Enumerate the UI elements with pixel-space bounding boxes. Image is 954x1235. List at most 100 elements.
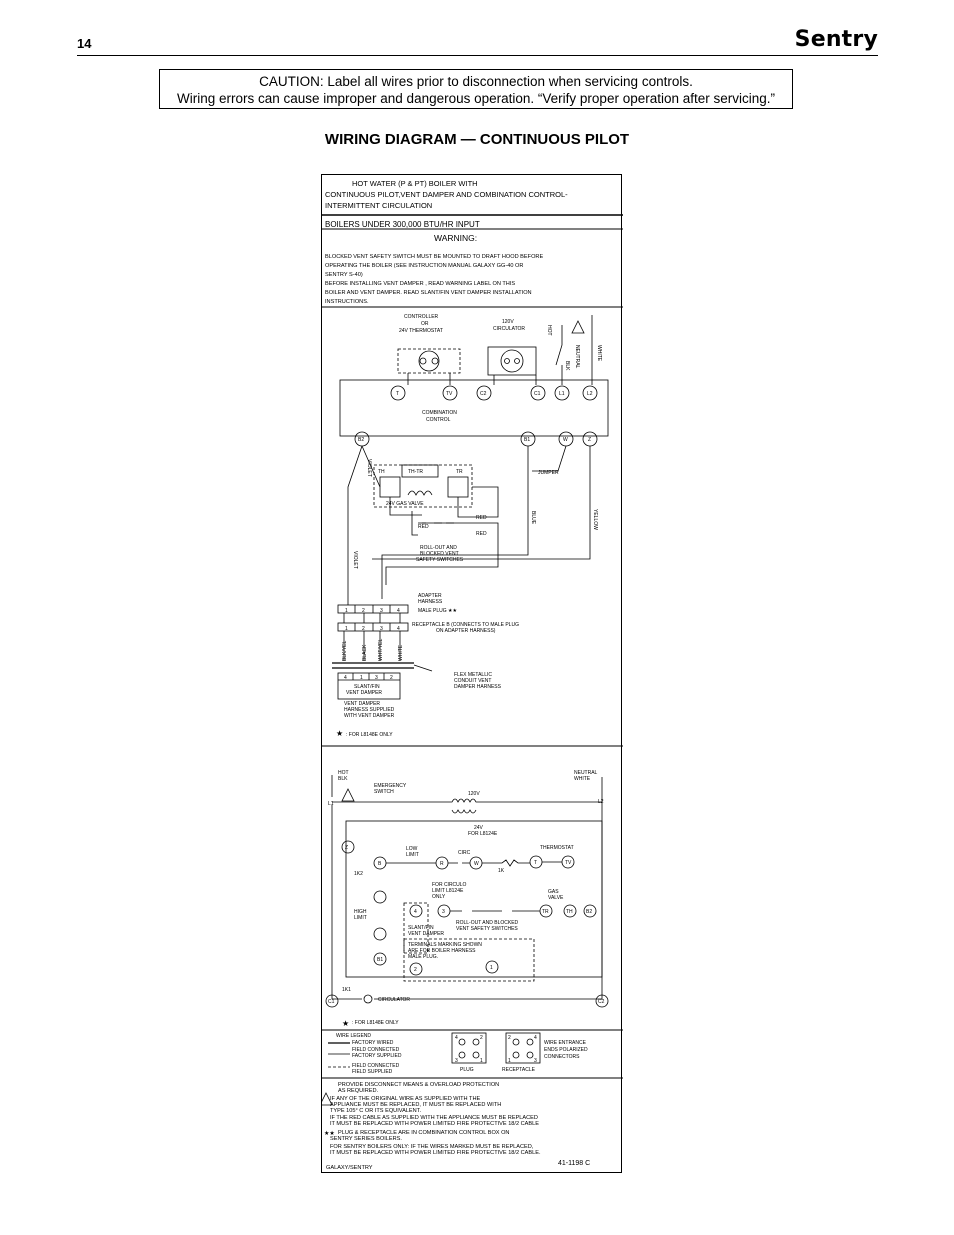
note-line: IT MUST BE REPLACED WITH POWER LIMITED F… — [330, 1150, 541, 1156]
terminal-l1: L1 — [559, 391, 565, 397]
flex-label: FLEX METALLIC — [454, 672, 492, 678]
adapter-label: ADAPTER — [418, 593, 442, 599]
z-label: Z — [345, 845, 348, 851]
slantfin-label: SLANT/FIN — [354, 684, 380, 690]
neutral-label: NEUTRAL — [574, 345, 580, 369]
emergency-label: EMERGENCY — [374, 783, 407, 789]
receptacle-pin: 1 — [508, 1058, 511, 1064]
emergency-label: SWITCH — [374, 789, 394, 795]
for-l8148e-note: : FOR L8148E ONLY — [352, 1020, 399, 1026]
warning-line: BEFORE INSTALLING VENT DAMPER , READ WAR… — [325, 281, 515, 287]
l8148e-note: : FOR L8148E ONLY — [346, 732, 393, 738]
terminal-4: 4 — [414, 909, 417, 915]
note-line: IF THE RED CABLE AS SUPPLIED WITH THE AP… — [330, 1115, 538, 1121]
terminal-b1: B1 — [524, 437, 530, 443]
k1b-label: 1K1 — [342, 987, 351, 993]
rollout-label: VENT SAFETY SWITCHES — [456, 926, 518, 932]
damper-pin: 2 — [390, 675, 393, 681]
wiring-diagram-svg: HOT WATER (P & PT) BOILER WITH CONTINUOU… — [322, 179, 623, 1171]
warning-line: BLOCKED VENT SAFETY SWITCH MUST BE MOUNT… — [325, 254, 543, 260]
receptacle-pin: 1 — [345, 626, 348, 632]
combination-control-label: COMBINATION — [422, 410, 457, 416]
page-number: 14 — [77, 36, 92, 51]
gas-valve-label: VALVE — [548, 895, 564, 901]
vent-harness-label: HARNESS SUPPLIED — [344, 707, 395, 713]
note-line: PLUG & RECEPTACLE ARE IN COMBINATION CON… — [338, 1130, 509, 1136]
terminals-marking-label: MALE PLUG. — [408, 954, 438, 960]
caution-line-1: CAUTION: Label all wires prior to discon… — [259, 74, 693, 89]
note-line: AS REQUIRED. — [338, 1088, 379, 1094]
vent-harness-label: VENT DAMPER — [344, 701, 380, 707]
v24-label: 24V — [474, 825, 484, 831]
high-limit-label: LIMIT — [354, 915, 367, 921]
gas-valve-label: 24V GAS VALVE — [386, 501, 424, 507]
yellow-label: YELLOW — [592, 509, 598, 530]
terminal-tv: TV — [446, 391, 453, 397]
terminal-tr: TR — [542, 909, 549, 915]
warning-title: WARNING: — [434, 233, 477, 243]
adapter-label: HARNESS — [418, 599, 443, 605]
warning-line: INSTRUCTIONS. — [325, 299, 369, 305]
for-circulo-label: FOR CIRCULO — [432, 882, 467, 888]
receptacle-pin: 3 — [534, 1058, 537, 1064]
l2-label: L2 — [598, 799, 604, 805]
receptacle-pin: 4 — [397, 626, 400, 632]
rollout-label: ROLL-OUT AND — [420, 545, 457, 551]
plug-pin: 3 — [380, 608, 383, 614]
double-star-icon: ★★ — [324, 1130, 335, 1137]
diagram-header-2: CONTINUOUS PILOT,VENT DAMPER AND COMBINA… — [325, 190, 568, 199]
legend-item: FIELD SUPPLIED — [352, 1069, 393, 1075]
wire-color-label: BLK/YEL — [342, 640, 348, 661]
slantfin-label: VENT DAMPER — [408, 931, 444, 937]
note-line: APPLIANCE MUST BE REPLACED, IT MUST BE R… — [330, 1102, 501, 1108]
star-icon: ★ — [336, 729, 343, 738]
low-limit-label: LOW — [406, 846, 418, 852]
legend-item: FIELD CONNECTED — [352, 1063, 400, 1069]
plug-pin: 4 — [397, 608, 400, 614]
high-limit-label: HIGH — [354, 909, 367, 915]
thtr-label: TH-TR — [408, 469, 423, 475]
tr-label: TR — [456, 469, 463, 475]
vent-harness-label: WITH VENT DAMPER — [344, 713, 395, 719]
hot-label: HOT — [546, 325, 552, 336]
note-line: IT MUST BE REPLACED WITH POWER LIMITED F… — [330, 1121, 539, 1127]
receptacle-label: RECEPTACLE — [502, 1067, 536, 1073]
b-label: B — [378, 861, 382, 867]
slantfin-label: SLANT/FIN — [408, 925, 434, 931]
plug-pin: 1 — [480, 1058, 483, 1064]
plug-pin: 2 — [480, 1035, 483, 1041]
section-title: WIRING DIAGRAM — CONTINUOUS PILOT — [324, 131, 630, 148]
wire-entrance-label: CONNECTORS — [544, 1054, 580, 1060]
red-label: RED — [418, 524, 429, 530]
receptacle-label: RECEPTACLE B (CONNECTS TO MALE PLUG — [412, 622, 519, 628]
white-label: WHITE — [596, 345, 602, 362]
slantfin-label: VENT DAMPER — [346, 690, 382, 696]
for-l8124e-label: FOR L8124E — [468, 831, 498, 837]
t-label: T — [534, 860, 537, 866]
terminal-b1: B1 — [377, 957, 383, 963]
warning-line: SENTRY S-40) — [325, 272, 363, 278]
header-rule — [77, 55, 878, 56]
legend-item: FIELD CONNECTED — [352, 1047, 400, 1053]
damper-pin: 1 — [360, 675, 363, 681]
v120-label: 120V — [468, 791, 480, 797]
terminal-c2: C2 — [480, 391, 487, 397]
controller-label: CONTROLLER — [404, 314, 439, 320]
receptacle-pin: 3 — [380, 626, 383, 632]
flex-label: CONDUIT VENT — [454, 678, 491, 684]
r-label: R — [440, 861, 444, 867]
wire-color-label: WHITE — [398, 644, 404, 661]
terminal-th: TH — [566, 909, 573, 915]
legend-title: WIRE LEGEND — [336, 1033, 371, 1039]
wire-color-label: WHT/YEL — [378, 639, 384, 661]
l1-label: L1 — [328, 801, 334, 807]
gas-valve-label: GAS — [548, 889, 559, 895]
wire-entrance-label: WIRE ENTRANCE — [544, 1040, 587, 1046]
circulator-label: 120V — [502, 319, 514, 325]
caution-line-2: Wiring errors can cause improper and dan… — [176, 91, 776, 106]
blue-label: BLUE — [530, 511, 536, 525]
hot-label: HOT — [338, 770, 349, 776]
neutral-label: NEUTRAL — [574, 770, 598, 776]
circulator-label: CIRCULATOR — [493, 326, 525, 332]
terminal-b2: B2 — [586, 909, 592, 915]
